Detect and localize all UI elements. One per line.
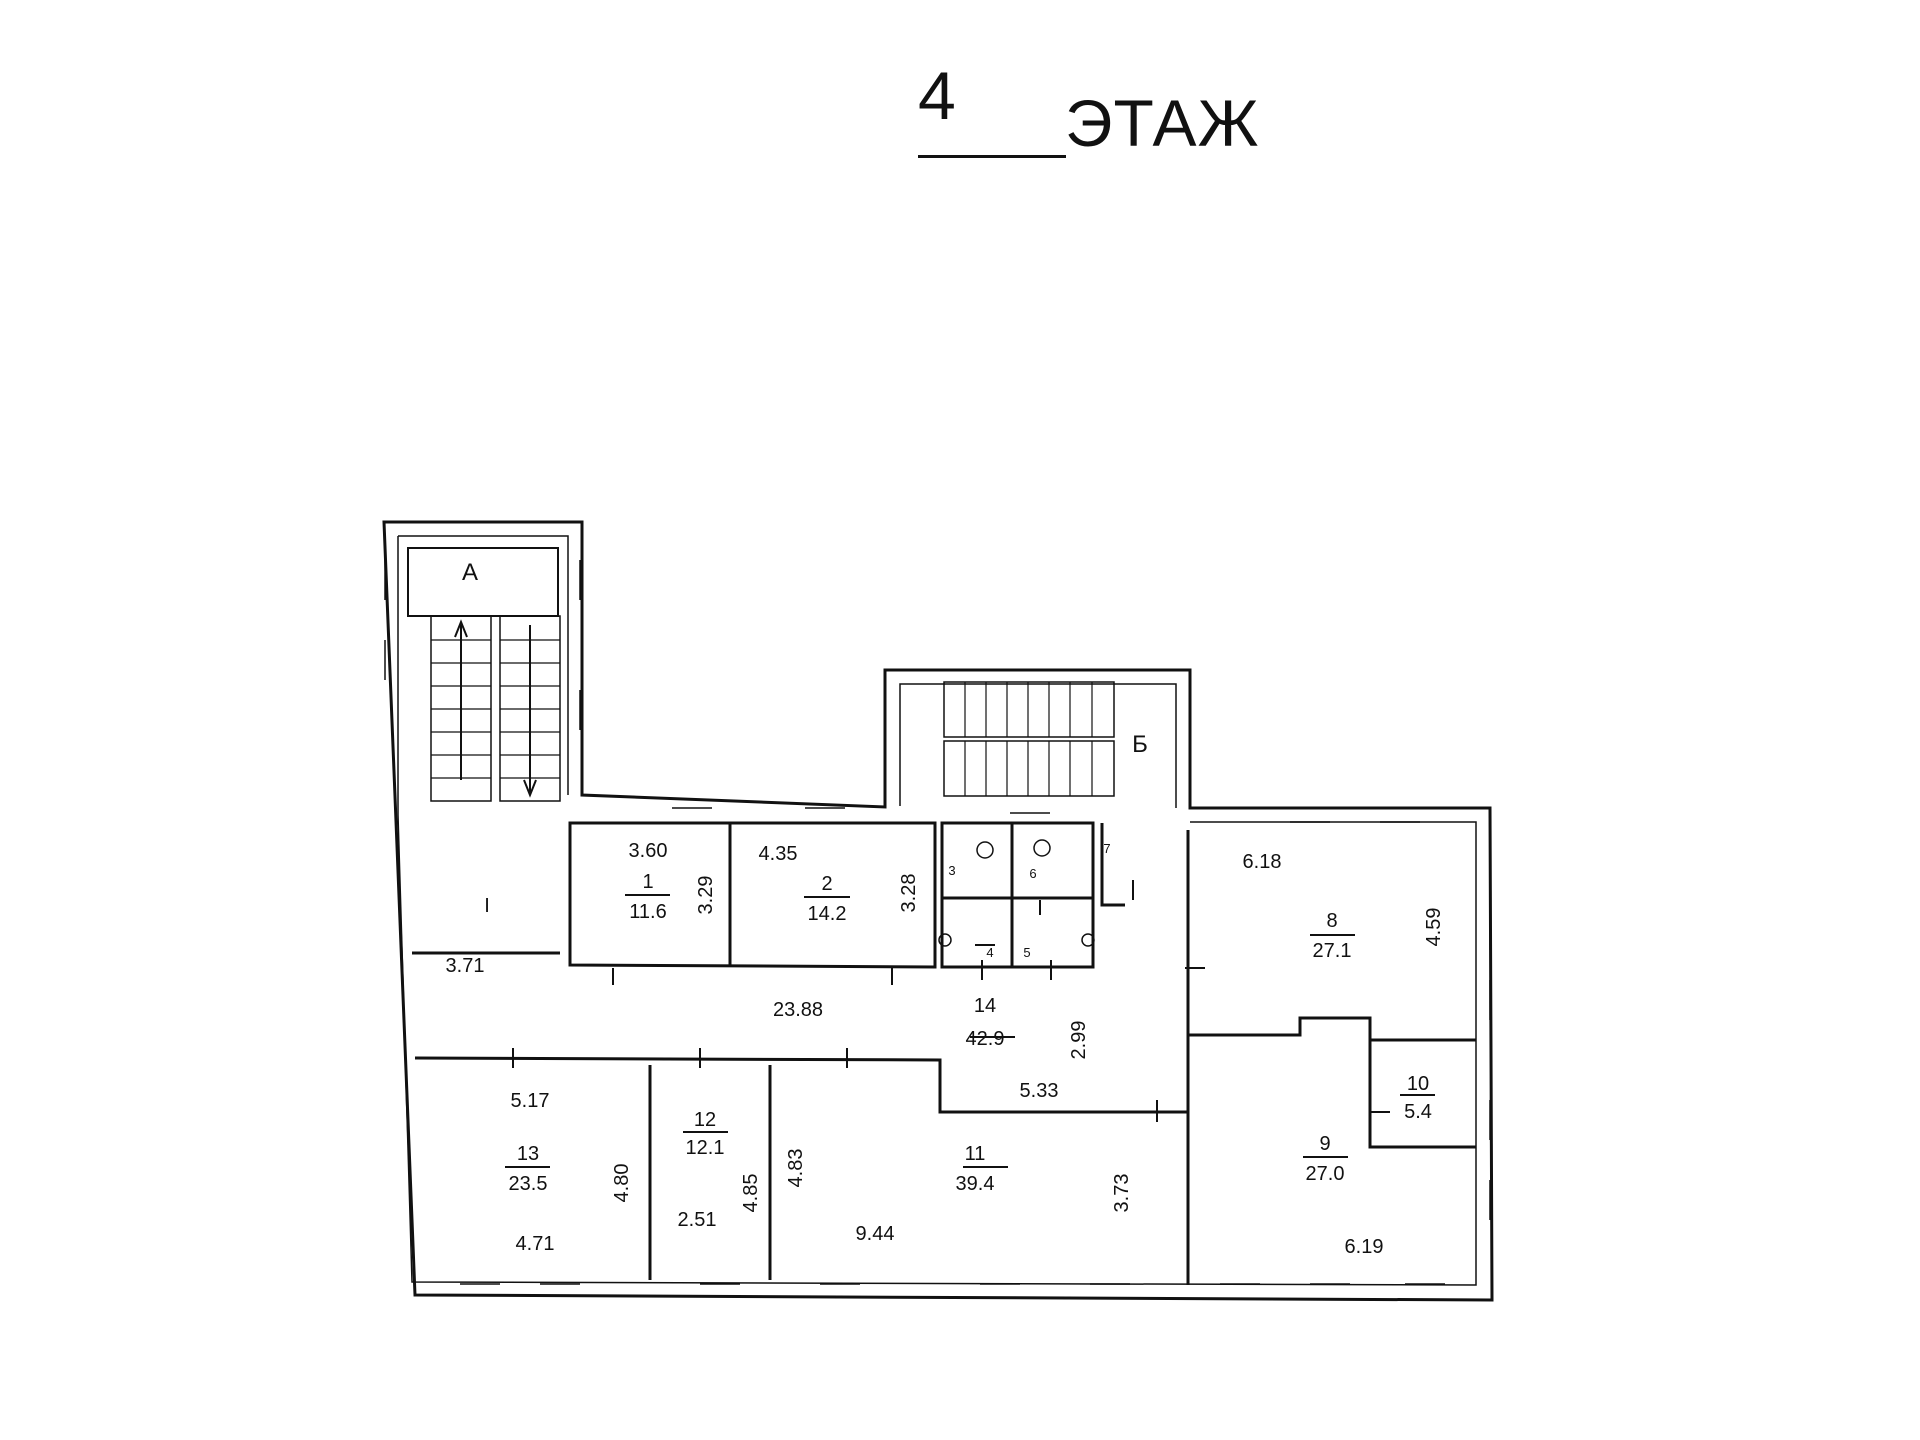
room-12-number: 12 <box>694 1109 716 1131</box>
stair-a-arrow-up <box>454 619 468 780</box>
stair-a-steps <box>431 639 560 779</box>
room-9-dim-width: 6.19 <box>1345 1236 1384 1258</box>
room-4-number: 4 <box>986 945 993 960</box>
room-i-number: I <box>484 895 490 917</box>
stair-b-flights <box>943 681 1115 797</box>
room-7-number: 7 <box>1103 841 1110 856</box>
room-9-number: 9 <box>1319 1133 1330 1155</box>
room-14-dim-length: 23.88 <box>773 999 823 1021</box>
inner-wall-line <box>398 535 569 795</box>
room-1-dim-width: 3.60 <box>629 840 668 862</box>
room-12-dim-width: 2.51 <box>678 1209 717 1231</box>
room-11-number: 11 <box>965 1143 986 1165</box>
room-8-dim-depth: 4.59 <box>1423 908 1445 947</box>
room-14-number: 14 <box>974 995 996 1017</box>
room-6-number: 6 <box>1029 866 1036 881</box>
room-14-dim-lower: 5.33 <box>1020 1080 1059 1102</box>
room-14-area: 42.9 <box>966 1028 1005 1050</box>
room-11-dim-right: 3.73 <box>1111 1174 1133 1213</box>
floor-word: ЭТАЖ <box>1065 86 1260 160</box>
inner-wall-line <box>397 536 1477 1286</box>
windows <box>384 560 1491 1285</box>
room-12-dim-depth: 4.85 <box>740 1174 762 1213</box>
room-2-dim-width: 4.35 <box>759 843 798 865</box>
stair-b-steps <box>964 682 1093 796</box>
room-11-dim-left: 4.83 <box>785 1149 807 1188</box>
door-marks <box>512 880 1390 1122</box>
stair-a-label: А <box>462 559 478 586</box>
fixtures <box>938 839 1095 947</box>
room-9-area: 27.0 <box>1306 1163 1345 1185</box>
room-8-dim-width: 6.18 <box>1243 851 1282 873</box>
floor-number-underline <box>918 155 1066 158</box>
room-13-number: 13 <box>517 1143 539 1165</box>
room-2-area: 14.2 <box>808 903 847 925</box>
room-5-number: 5 <box>1023 945 1030 960</box>
area-fraction-bars <box>505 894 1435 1168</box>
room-11-dim-width: 9.44 <box>856 1223 895 1245</box>
room-2-dim-depth: 3.28 <box>898 874 920 913</box>
room-1-dim-depth: 3.29 <box>695 876 717 915</box>
stair-a-landing <box>407 547 559 617</box>
room-1-number: 1 <box>642 871 653 893</box>
inner-wall-line <box>899 683 1177 808</box>
room-10-number: 10 <box>1407 1073 1429 1095</box>
outer-wall <box>382 520 1494 1302</box>
room-1-area: 11.6 <box>629 901 666 923</box>
room-8-number: 8 <box>1326 910 1337 932</box>
room-13-dim-width: 5.17 <box>511 1090 550 1112</box>
room-11-area: 39.4 <box>956 1173 995 1195</box>
stair-a-arrow-down <box>523 625 537 798</box>
room-2-number: 2 <box>821 873 832 895</box>
room-3-number: 3 <box>948 863 955 878</box>
partitions <box>412 821 1476 1285</box>
room-10-area: 5.4 <box>1404 1101 1432 1123</box>
room-13-area: 23.5 <box>509 1173 548 1195</box>
room-14-dim-depth: 2.99 <box>1068 1021 1090 1060</box>
room-8-area: 27.1 <box>1313 940 1352 962</box>
floor-number: 4 <box>918 58 956 134</box>
plan-title: 4 ЭТАЖ <box>0 0 1920 200</box>
stair-b-label: Б <box>1132 731 1148 758</box>
room-13-dim-depth: 4.80 <box>611 1164 633 1203</box>
room-13-dim-bottom: 4.71 <box>516 1233 555 1255</box>
room-i-dim-width: 3.71 <box>446 955 485 977</box>
room-12-area: 12.1 <box>686 1137 725 1159</box>
